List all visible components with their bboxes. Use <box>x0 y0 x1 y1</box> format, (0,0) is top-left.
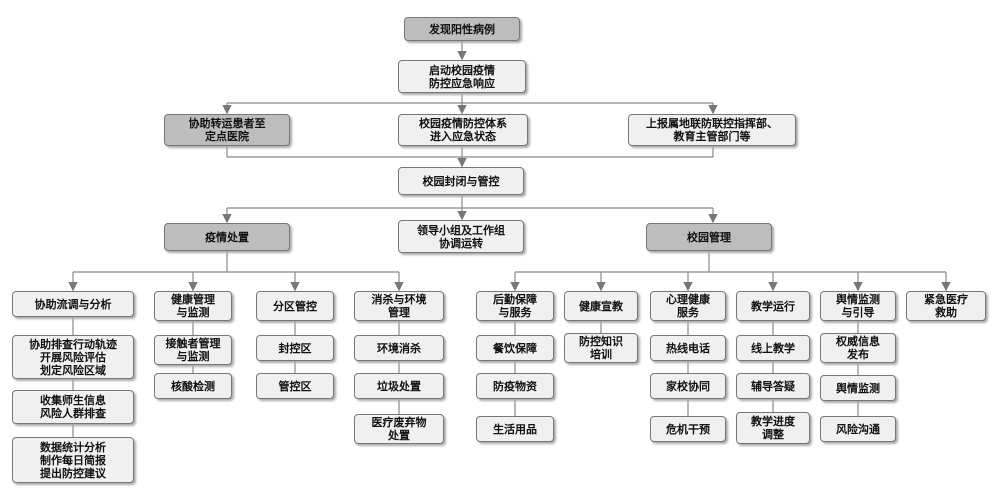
cm-col4-item2: 风险沟通 <box>820 416 896 442</box>
campus-closure-box: 校园封闭与管控 <box>398 167 524 195</box>
campus-management-box: 校园管理 <box>646 223 772 251</box>
cm-col4-item0: 权威信息 发布 <box>820 333 896 363</box>
epi-col2-head: 分区管控 <box>256 291 334 321</box>
cm-col2-item1: 家校协同 <box>650 373 726 399</box>
epi-col3-item1: 垃圾处置 <box>354 373 444 399</box>
epi-col0-head: 协助流调与分析 <box>12 291 134 317</box>
epi-col0-item2: 数据统计分析 制作每日简报 提出防控建议 <box>12 437 134 483</box>
cm-col4-head: 舆情监测 与引导 <box>820 291 896 321</box>
cm-col2-head: 心理健康 服务 <box>650 291 726 321</box>
cm-col0-item2: 生活用品 <box>476 416 554 442</box>
campus-system-emergency-box: 校园疫情防控体系 进入应急状态 <box>398 114 528 146</box>
cm-col3-item2: 教学进度 调整 <box>736 412 810 444</box>
epi-col1-item0: 接触者管理 与监测 <box>154 335 232 365</box>
cm-col3-head: 教学运行 <box>736 291 810 321</box>
cm-col4-item1: 舆情监测 <box>820 375 896 401</box>
epi-col0-item0: 协助排查行动轨迹 开展风险评估 划定风险区域 <box>12 335 134 379</box>
epi-col2-item0: 封控区 <box>256 335 334 361</box>
cm-col2-item0: 热线电话 <box>650 335 726 361</box>
epi-col3-item2: 医疗废弃物 处置 <box>354 414 444 444</box>
launch-emergency-response-box: 启动校园疫情 防控应急响应 <box>398 60 526 93</box>
cm-col1-item0: 防控知识 培训 <box>564 333 638 363</box>
epidemic-handling-box: 疫情处置 <box>164 223 290 251</box>
cm-col2-item2: 危机干预 <box>650 416 726 442</box>
cm-col0-head: 后勤保障 与服务 <box>476 291 554 321</box>
assist-transfer-box: 协助转运患者至 定点医院 <box>164 114 290 146</box>
cm-col5-head: 紧急医疗 救助 <box>906 291 986 321</box>
cm-col3-item0: 线上教学 <box>736 335 810 361</box>
epi-col0-item1: 收集师生信息 风险人群排查 <box>12 390 134 424</box>
cm-col3-item1: 辅导答疑 <box>736 373 810 399</box>
epi-col3-head: 消杀与环境 管理 <box>354 291 444 321</box>
epi-col3-item0: 环境消杀 <box>354 335 444 361</box>
cm-col0-item0: 餐饮保障 <box>476 335 554 361</box>
cm-col0-item1: 防疫物资 <box>476 373 554 399</box>
epi-col2-item1: 管控区 <box>256 373 334 399</box>
report-authorities-box: 上报属地联防联控指挥部、 教育主管部门等 <box>628 114 796 146</box>
discover-positive-case-box: 发现阳性病例 <box>404 17 520 41</box>
epi-col1-item1: 核酸检测 <box>154 373 232 399</box>
leadership-group-box: 领导小组及工作组 协调运转 <box>398 220 524 253</box>
cm-col1-head: 健康宣教 <box>564 291 638 321</box>
epi-col1-head: 健康管理 与监测 <box>154 291 232 321</box>
